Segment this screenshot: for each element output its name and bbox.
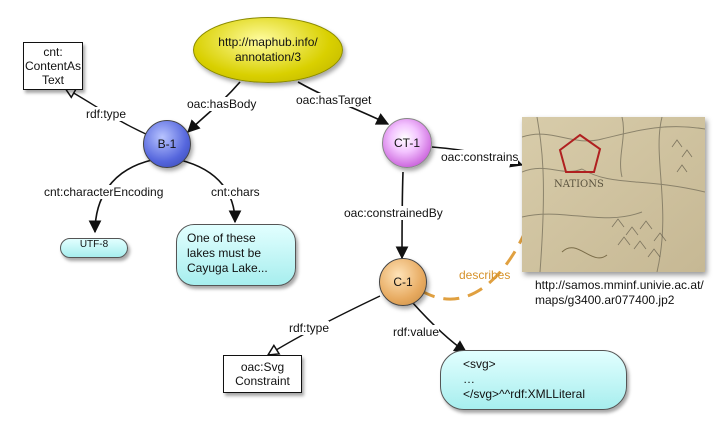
map-url-line-1: http://samos.mminf.univie.ac.at/ [535,278,704,292]
svg-constraint-line-2: Constraint [235,374,290,388]
map-url-line-2: maps/g3400.ar077400.jp2 [535,293,675,307]
label-constrainedby: oac:constrainedBy [344,206,443,220]
content-as-text-line-1: cnt: [43,45,63,59]
utf8-label: UTF-8 [79,239,109,250]
utf8-node[interactable]: UTF-8 [60,238,128,258]
content-as-text-node[interactable]: cnt: ContentAs Text [23,42,83,90]
map-image: NATIONS [522,117,705,272]
chars-line-3: Cayuga Lake... [187,261,268,275]
annotation-line-1: http://maphub.info/ [218,35,318,49]
c1-node[interactable]: C-1 [379,258,427,306]
map-text-nations: NATIONS [554,179,604,190]
label-hasbody: oac:hasBody [187,97,257,111]
edge-chars [179,159,242,224]
label-type-b1: rdf:type [86,107,127,121]
annotation-node[interactable]: http://maphub.info/ annotation/3 [193,17,343,83]
content-as-text-line-3: Text [41,73,64,87]
label-hastarget: oac:hasTarget [296,93,372,107]
b1-node[interactable]: B-1 [143,120,191,168]
ct1-node[interactable]: CT-1 [382,118,432,168]
label-type-c1: rdf:type [289,321,330,335]
chars-line-2: lakes must be [187,246,262,260]
label-describes: describes [459,268,511,282]
svg-literal-line-2: … [463,372,475,386]
annotation-line-2: annotation/3 [234,50,302,64]
chars-line-1: One of these [187,231,256,245]
b1-label: B-1 [157,137,177,151]
svg-constraint-line-1: oac:Svg [240,360,285,374]
svg-literal-line-1: <svg> [463,357,496,371]
svg-constraint-node[interactable]: oac:Svg Constraint [223,355,302,393]
label-value: rdf:value [393,325,440,339]
ct1-label: CT-1 [393,136,420,150]
label-constrains: oac:constrains [441,150,519,164]
map-region-marker [558,133,602,173]
label-chars: cnt:chars [211,185,260,199]
label-char-encoding: cnt:characterEncoding [44,185,164,199]
svg-literal-line-3: </svg>^^rdf:XMLLiteral [463,387,585,401]
map-image-node[interactable]: NATIONS [522,117,705,272]
c1-label: C-1 [393,275,413,289]
svg-literal-node[interactable]: <svg> … </svg>^^rdf:XMLLiteral [440,350,627,410]
map-url-caption: http://samos.mminf.univie.ac.at/ maps/g3… [535,278,704,308]
chars-literal-node[interactable]: One of these lakes must be Cayuga Lake..… [176,224,296,286]
content-as-text-line-2: ContentAs [24,59,82,73]
